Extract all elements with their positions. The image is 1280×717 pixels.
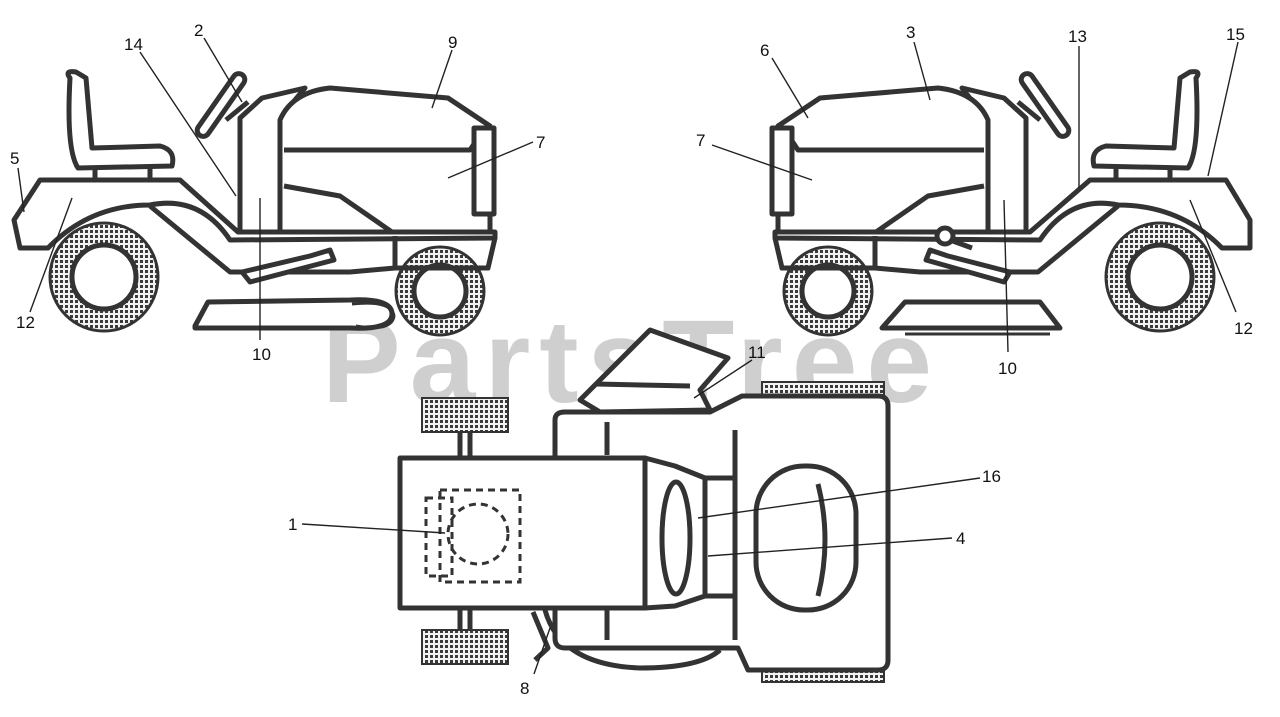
- left-steering-wheel: [194, 71, 248, 139]
- leader-lines: [17, 37, 1239, 675]
- callout-1: 1: [288, 515, 297, 534]
- right-lift-knob: [934, 225, 956, 247]
- right-frame: [772, 204, 1120, 275]
- right-grille: [769, 125, 795, 217]
- top-seat: [753, 463, 859, 613]
- callout-7-left: 7: [536, 133, 545, 152]
- callout-15: 15: [1226, 25, 1245, 44]
- right-side-view: [769, 69, 1253, 337]
- top-deck-left: [530, 611, 551, 662]
- callout-12-right: 12: [1234, 319, 1253, 338]
- top-steering-wheel: [659, 479, 693, 597]
- right-steering-column: [1016, 100, 1042, 122]
- right-front-hub: [799, 262, 857, 320]
- callout-5: 5: [10, 149, 19, 168]
- right-seat: [1090, 69, 1201, 171]
- left-rear-hub: [69, 242, 139, 312]
- left-seat: [65, 69, 176, 171]
- left-front-hub: [411, 262, 469, 320]
- top-front-right-tire: [421, 629, 509, 665]
- right-rear-fender: [772, 177, 1253, 251]
- right-mower-deck: [879, 299, 1063, 331]
- callout-10-left: 10: [252, 345, 271, 364]
- callout-10-right: 10: [998, 359, 1017, 378]
- left-pedal: [239, 247, 337, 285]
- left-hood: [277, 85, 493, 235]
- callout-3: 3: [906, 23, 915, 42]
- top-front-axle: [457, 432, 473, 630]
- right-hood: [775, 85, 991, 235]
- callout-4: 4: [956, 529, 965, 548]
- left-steering-column: [224, 100, 250, 122]
- right-seat-post: [1113, 168, 1173, 182]
- callout-7-right: 7: [696, 131, 705, 150]
- callout-8: 8: [520, 679, 529, 698]
- callout-2: 2: [194, 21, 203, 40]
- callout-16: 16: [982, 467, 1001, 486]
- callout-6: 6: [760, 41, 769, 60]
- right-rear-hub: [1125, 242, 1195, 312]
- top-chute-fold: [595, 381, 691, 389]
- right-steering-wheel: [1018, 71, 1072, 139]
- callout-labels: 14 2 9 7 5 12 10 6 3 13 15 7 12 10 11 16…: [10, 21, 1253, 698]
- callout-13: 13: [1068, 27, 1087, 46]
- top-front-left-tire: [421, 397, 509, 433]
- right-pedal: [923, 247, 1013, 285]
- top-engine-block: [438, 488, 522, 584]
- left-rear-fender: [11, 177, 498, 251]
- top-engine-filter: [446, 502, 510, 566]
- callout-12-left: 12: [16, 313, 35, 332]
- left-grille: [471, 125, 497, 217]
- callout-9: 9: [448, 33, 457, 52]
- callout-14-left: 14: [124, 35, 143, 54]
- left-frame: [148, 204, 498, 275]
- callout-11: 11: [748, 343, 766, 362]
- top-seat-back: [815, 483, 828, 597]
- left-side-view: [11, 69, 498, 337]
- left-deck-chute: [351, 301, 396, 330]
- left-seat-post: [92, 168, 153, 182]
